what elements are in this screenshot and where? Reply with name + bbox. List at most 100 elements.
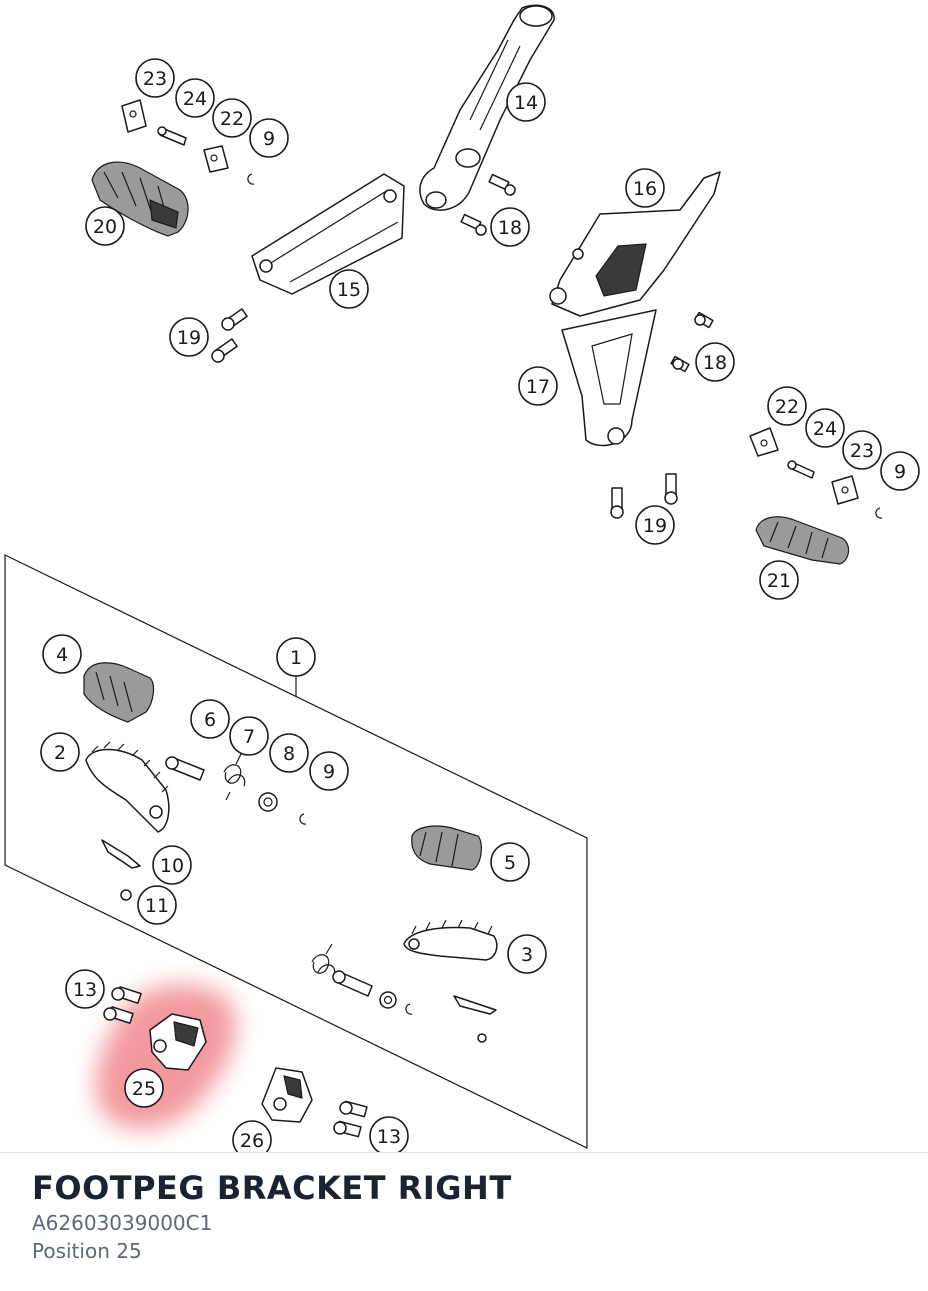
callout-c23a[interactable]: 23: [135, 58, 175, 98]
diagram-canvas: 2324229201418151916181722242391921142678…: [4, 4, 920, 1152]
callout-number: 2: [54, 742, 66, 764]
callout-c5[interactable]: 5: [490, 842, 530, 882]
callout-circle: [135, 58, 175, 98]
callout-circle: [490, 207, 530, 247]
callout-c23b[interactable]: 23: [842, 430, 882, 470]
callout-number: 24: [183, 88, 207, 110]
footpeg-5: [411, 825, 482, 871]
callout-circle: [169, 317, 209, 357]
callout-c19a[interactable]: 19: [169, 317, 209, 357]
callout-number: 13: [377, 1126, 401, 1148]
callout-layer: 2324229201418151916181722242391921142678…: [40, 58, 920, 1152]
callout-number: 15: [337, 279, 361, 301]
callout-circle: [229, 716, 269, 756]
callout-c19b[interactable]: 19: [635, 505, 675, 545]
pin-24a: [157, 126, 187, 146]
callout-number: 23: [143, 68, 167, 90]
callout-circle: [767, 386, 807, 426]
bolt-19a-bottom: [211, 338, 238, 363]
callout-c22b[interactable]: 22: [767, 386, 807, 426]
nut-11: [120, 889, 132, 901]
bolt-18b-bottom: [670, 355, 690, 373]
callout-number: 3: [521, 944, 533, 966]
callout-circle: [40, 732, 80, 772]
callout-number: 24: [813, 418, 837, 440]
callout-c14[interactable]: 14: [506, 82, 546, 122]
callout-circle: [695, 342, 735, 382]
callout-c22a[interactable]: 22: [212, 98, 252, 138]
callout-c10[interactable]: 10: [152, 845, 192, 885]
callout-c16[interactable]: 16: [625, 168, 665, 208]
callout-circle: [625, 168, 665, 208]
callout-c13a[interactable]: 13: [65, 969, 105, 1009]
footpeg-21: [755, 516, 850, 565]
callout-c20[interactable]: 20: [85, 206, 125, 246]
callout-c21[interactable]: 21: [759, 560, 799, 600]
plate-kit-lower: [453, 995, 497, 1015]
footpeg-3: [403, 919, 498, 961]
callout-c2[interactable]: 2: [40, 732, 80, 772]
callout-circle: [369, 1116, 409, 1152]
callout-number: 9: [323, 761, 335, 783]
callout-c3[interactable]: 3: [507, 934, 547, 974]
callout-c25[interactable]: 25: [124, 1068, 164, 1108]
footpeg-bracket-right-25[interactable]: [149, 1013, 207, 1071]
bolt-18b-top: [694, 311, 714, 329]
callout-circle: [276, 637, 316, 677]
callout-c18b[interactable]: 18: [695, 342, 735, 382]
callout-circle: [137, 885, 177, 925]
callout-c1[interactable]: 1: [276, 637, 316, 677]
callout-c15[interactable]: 15: [329, 269, 369, 309]
callout-circle: [507, 934, 547, 974]
callout-number: 21: [767, 570, 791, 592]
callout-circle: [269, 733, 309, 773]
callout-c9a[interactable]: 9: [249, 118, 289, 158]
callout-circle: [506, 82, 546, 122]
callout-c9b[interactable]: 9: [880, 451, 920, 491]
callout-c8[interactable]: 8: [269, 733, 309, 773]
clip-9c: [299, 813, 307, 825]
callout-number: 16: [633, 178, 657, 200]
callout-circle: [232, 1120, 272, 1152]
callout-circle: [635, 505, 675, 545]
callout-circle: [190, 699, 230, 739]
part-position: Position 25: [32, 1239, 142, 1263]
callout-c24b[interactable]: 24: [805, 408, 845, 448]
bracket-plate-23b: [831, 475, 859, 505]
callout-number: 10: [160, 855, 184, 877]
footpeg-bracket-26: [261, 1067, 313, 1123]
callout-number: 5: [504, 852, 516, 874]
bolt-13a-top: [111, 986, 142, 1004]
callout-c7[interactable]: 7: [229, 716, 269, 756]
callout-circle: [518, 366, 558, 406]
bolt-13b-top: [339, 1100, 368, 1118]
callout-c4[interactable]: 4: [42, 634, 82, 674]
bracket-16: [549, 171, 721, 317]
callout-circle: [759, 560, 799, 600]
bracket-14: [419, 4, 555, 211]
callout-circle: [175, 78, 215, 118]
pin-24b: [787, 460, 815, 479]
callout-number: 19: [643, 515, 667, 537]
callout-c9c[interactable]: 9: [309, 751, 349, 791]
bolt-13a-bottom: [103, 1006, 134, 1024]
callout-number: 4: [56, 644, 68, 666]
callout-circle: [85, 206, 125, 246]
callout-c18a[interactable]: 18: [490, 207, 530, 247]
callout-c24a[interactable]: 24: [175, 78, 215, 118]
callout-number: 18: [703, 352, 727, 374]
callout-number: 20: [93, 216, 117, 238]
footpeg-2: [85, 741, 170, 833]
callout-c6[interactable]: 6: [190, 699, 230, 739]
callout-c13b[interactable]: 13: [369, 1116, 409, 1152]
callout-circle: [329, 269, 369, 309]
callout-number: 23: [850, 440, 874, 462]
callout-c17[interactable]: 17: [518, 366, 558, 406]
callout-number: 11: [145, 895, 169, 917]
callout-c26[interactable]: 26: [232, 1120, 272, 1152]
callout-circle: [212, 98, 252, 138]
callout-number: 19: [177, 327, 201, 349]
plate-10: [101, 839, 141, 869]
part-info-panel: FOOTPEG BRACKET RIGHT A62603039000C1 Pos…: [0, 1152, 928, 1291]
callout-c11[interactable]: 11: [137, 885, 177, 925]
